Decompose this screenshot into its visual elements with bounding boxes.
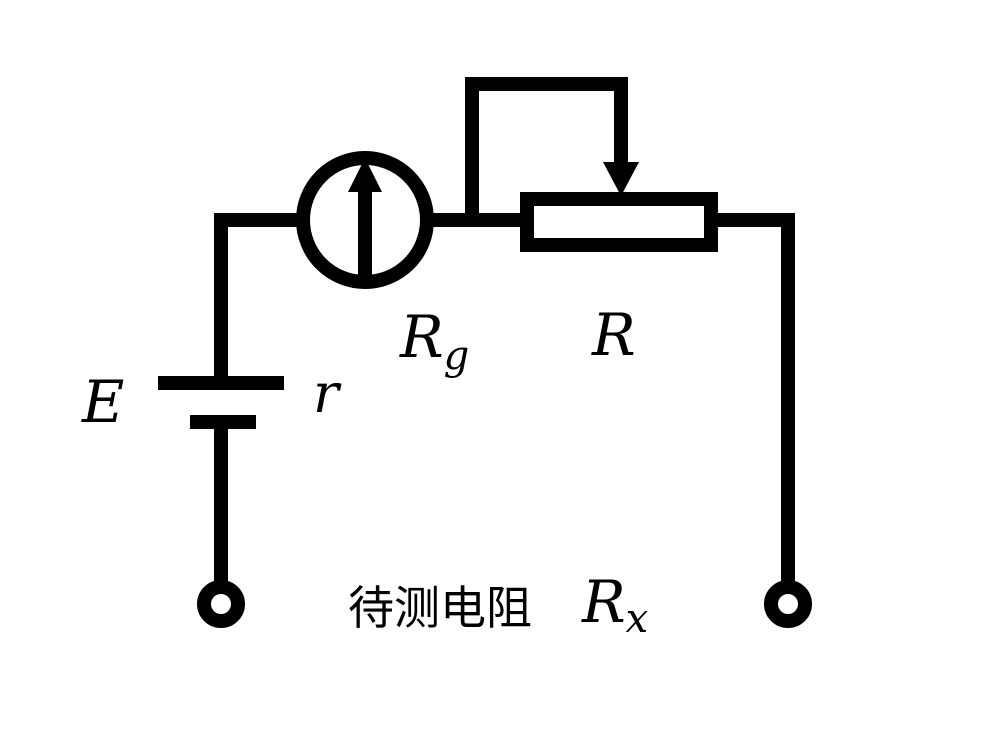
- label-galvanometer-main: R: [399, 303, 444, 371]
- left-terminal: [197, 580, 245, 628]
- galvanometer-arrowhead: [348, 158, 382, 192]
- slider-arrowhead: [603, 162, 639, 196]
- label-emf: E: [81, 368, 124, 436]
- rheostat-slider-wire: [465, 77, 628, 220]
- wire-right: [711, 213, 795, 586]
- label-internal-resistance: r: [313, 362, 342, 425]
- label-rheostat: R: [591, 301, 636, 369]
- right-terminal: [764, 580, 812, 628]
- label-galvanometer-sub: g: [444, 333, 470, 379]
- label-galvanometer: Rg: [399, 303, 469, 379]
- rheostat-resistor: [520, 192, 718, 252]
- label-unknown-text: 待测电阻: [348, 581, 532, 635]
- label-unknown-sub: x: [626, 596, 649, 642]
- label-unknown: Rx: [581, 568, 648, 642]
- wire-left-top: [214, 213, 303, 383]
- label-unknown-main: R: [581, 568, 626, 636]
